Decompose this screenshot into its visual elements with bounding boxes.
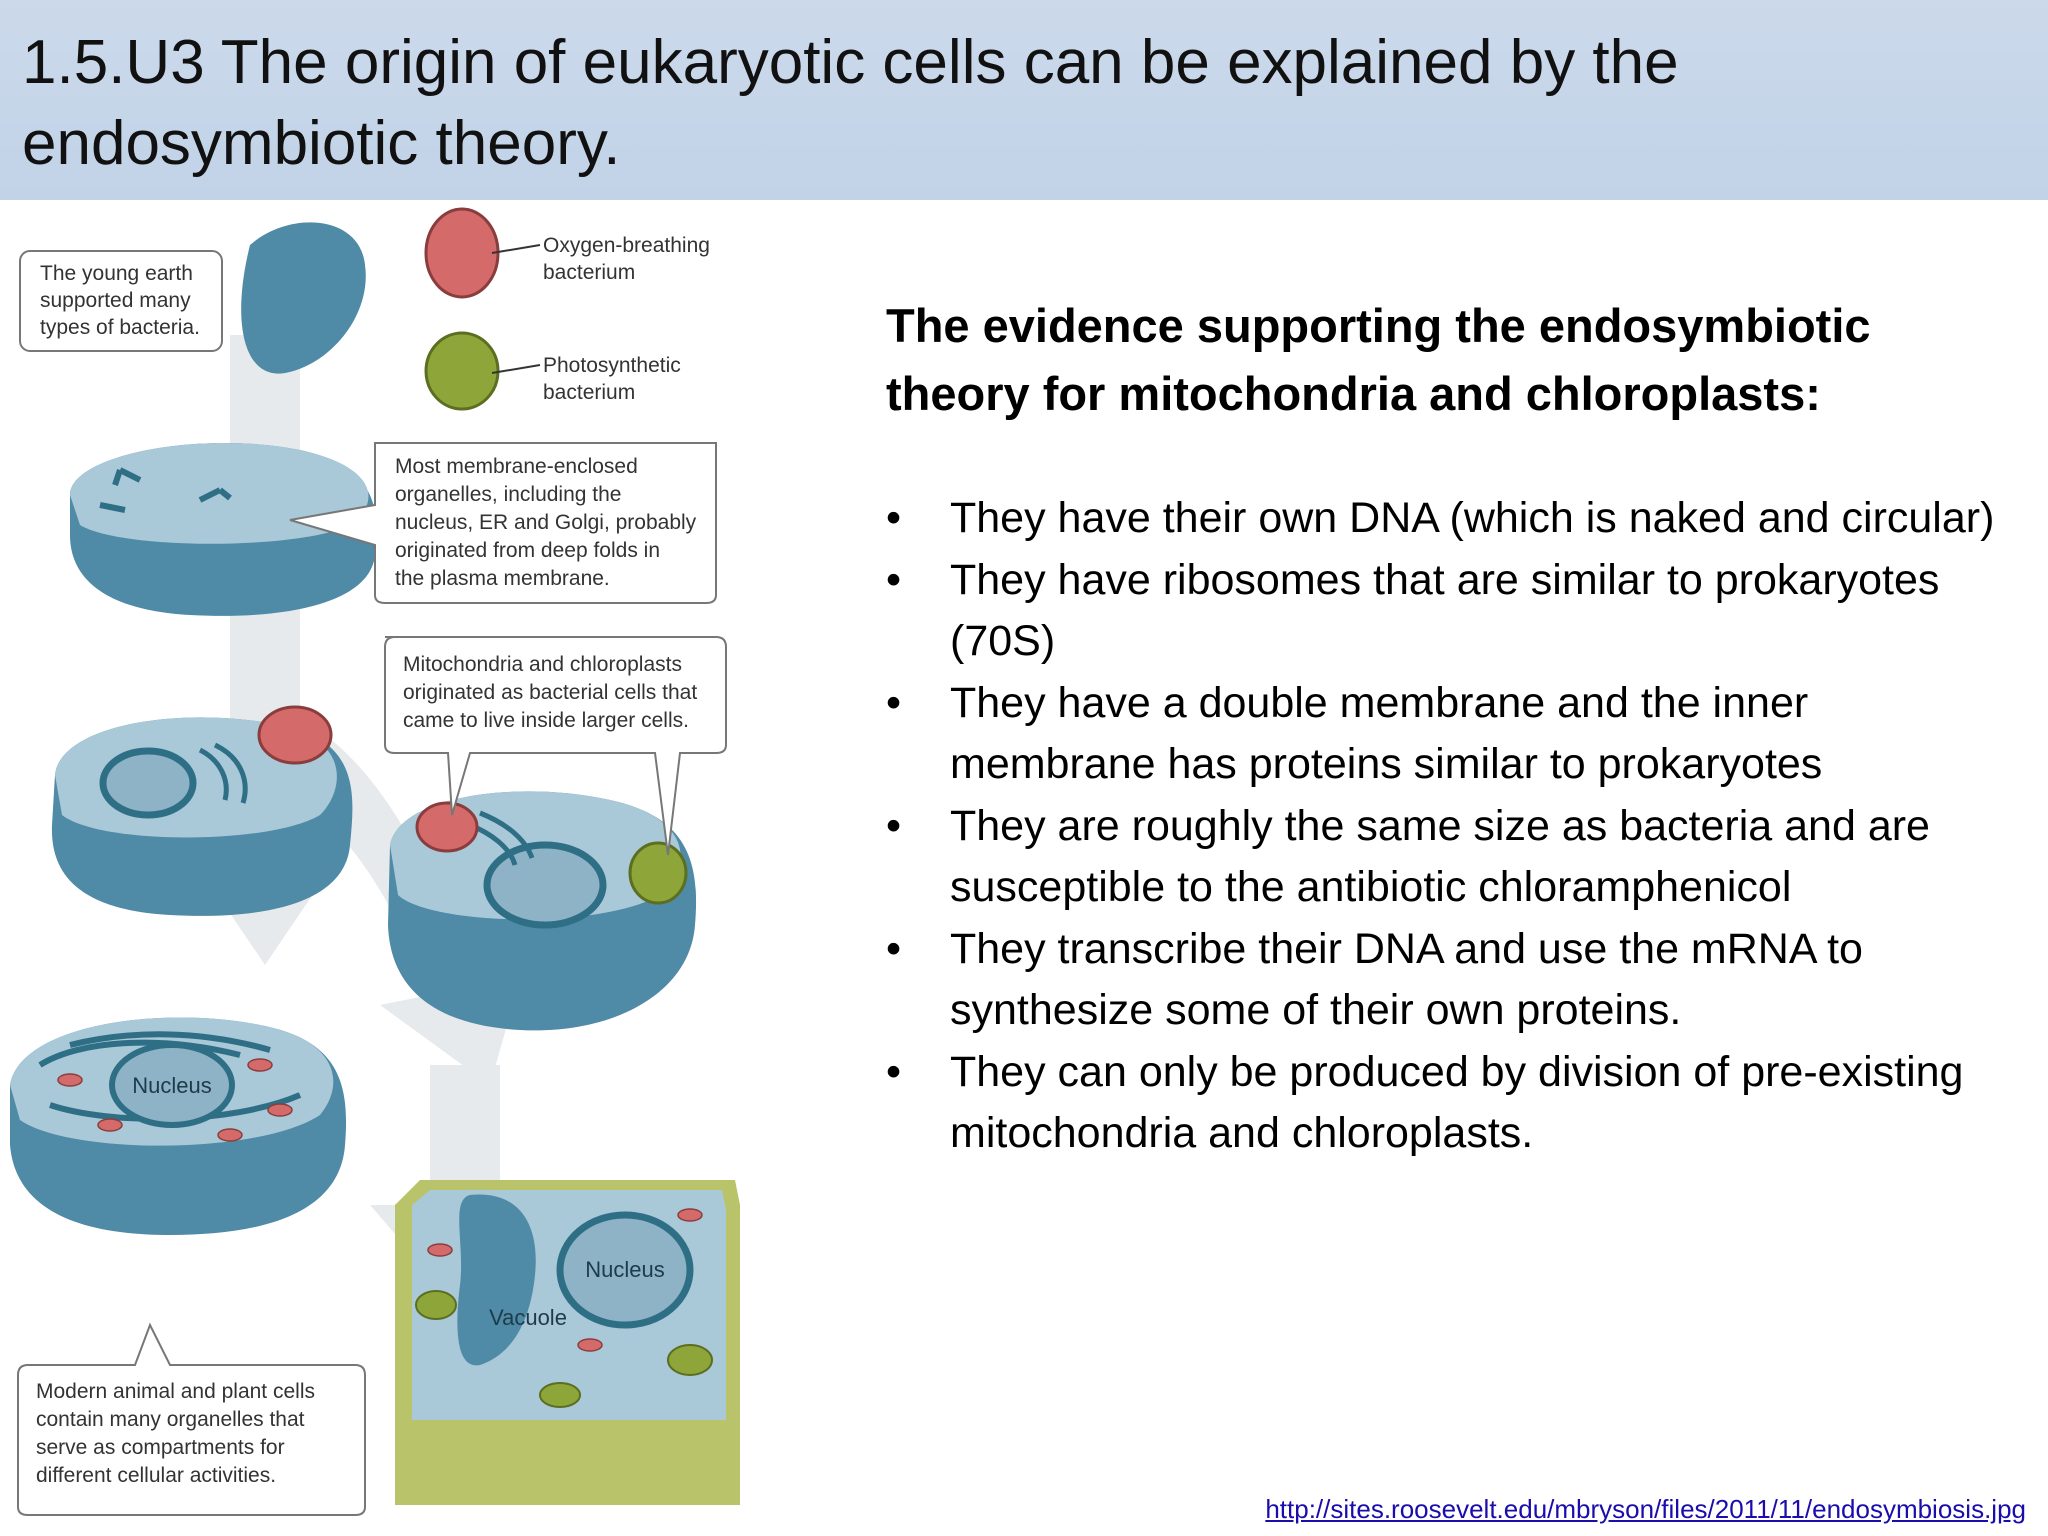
blue-bacterium (241, 222, 366, 374)
svg-text:the plasma membrane.: the plasma membrane. (395, 567, 610, 590)
bullet: • (886, 678, 902, 727)
bullet: • (886, 801, 902, 850)
endosymbiosis-diagram: Nucleus Nucleus Vacuole The young (10, 207, 740, 1516)
evidence-item: •They have their own DNA (which is naked… (886, 488, 2016, 550)
title-bar: 1.5.U3 The origin of eukaryotic cells ca… (0, 0, 2048, 200)
svg-text:Most membrane-enclosed: Most membrane-enclosed (395, 455, 638, 478)
svg-text:serve as compartments for: serve as compartments for (36, 1436, 285, 1459)
callout-photosynthetic-bacterium: Photosynthetic bacterium (543, 354, 681, 404)
callout-modern-cells: Modern animal and plant cells contain ma… (17, 1322, 366, 1516)
svg-text:Mitochondria and chloroplasts: Mitochondria and chloroplasts (403, 653, 682, 676)
svg-text:supported many: supported many (40, 289, 191, 312)
svg-text:organelles, including the: organelles, including the (395, 483, 622, 506)
callout-young-earth: The young earth supported many types of … (19, 250, 223, 352)
evidence-item: •They can only be produced by division o… (886, 1042, 2016, 1165)
svg-text:bacterium: bacterium (543, 261, 635, 284)
cell-engulfing-chloroplast (388, 791, 697, 1031)
svg-text:Oxygen-breathing: Oxygen-breathing (543, 234, 710, 257)
bullet: • (886, 1047, 902, 1096)
slide-title: 1.5.U3 The origin of eukaryotic cells ca… (22, 28, 1679, 178)
vacuole-label: Vacuole (489, 1305, 567, 1330)
svg-text:Photosynthetic: Photosynthetic (543, 354, 681, 377)
bullet: • (886, 924, 902, 973)
plant-cell: Nucleus Vacuole (395, 1180, 740, 1505)
svg-text:nucleus, ER and Golgi, probabl: nucleus, ER and Golgi, probably (395, 511, 697, 534)
endosymbiosis-figure: Nucleus Nucleus Vacuole The young (0, 205, 740, 1536)
bullet: • (886, 555, 902, 604)
animal-cell: Nucleus (10, 1017, 347, 1235)
svg-text:types of bacteria.: types of bacteria. (40, 316, 200, 339)
svg-text:The young earth: The young earth (40, 262, 193, 285)
callout-mito-chloro: Mitochondria and chloroplasts originated… (384, 636, 727, 856)
svg-text:bacterium: bacterium (543, 381, 635, 404)
svg-text:Modern animal and plant cells: Modern animal and plant cells (36, 1380, 315, 1403)
evidence-heading: The evidence supporting the endosymbioti… (886, 299, 1871, 420)
nucleus-label-plant: Nucleus (585, 1257, 664, 1282)
svg-text:originated from deep folds in: originated from deep folds in (395, 539, 660, 562)
svg-text:contain many organelles that: contain many organelles that (36, 1408, 305, 1431)
oxygen-bacterium-icon (424, 207, 500, 299)
evidence-item: •They have a double membrane and the inn… (886, 673, 2016, 796)
early-bacteria (241, 207, 541, 411)
callout-oxygen-bacterium: Oxygen-breathing bacterium (543, 234, 710, 284)
callout-membrane-organelles: Most membrane-enclosed organelles, inclu… (289, 442, 717, 604)
evidence-list: •They have their own DNA (which is naked… (886, 488, 2016, 1165)
bullet: • (886, 494, 902, 542)
photosynthetic-bacterium-icon (424, 331, 500, 411)
cell-engulfing-mitochondrion (51, 705, 353, 916)
evidence-item: •They are roughly the same size as bacte… (886, 796, 2016, 919)
nucleus-label-animal: Nucleus (132, 1073, 211, 1098)
svg-text:originated as bacterial cells: originated as bacterial cells that (403, 681, 697, 704)
source-link[interactable]: http://sites.roosevelt.edu/mbryson/files… (1265, 1494, 2026, 1524)
svg-text:came to live inside larger cel: came to live inside larger cells. (403, 709, 689, 732)
evidence-item: •They have ribosomes that are similar to… (886, 550, 2016, 673)
svg-text:different cellular activities.: different cellular activities. (36, 1464, 276, 1487)
down-arrow-left (170, 335, 360, 965)
evidence-item: •They transcribe their DNA and use the m… (886, 919, 2016, 1042)
